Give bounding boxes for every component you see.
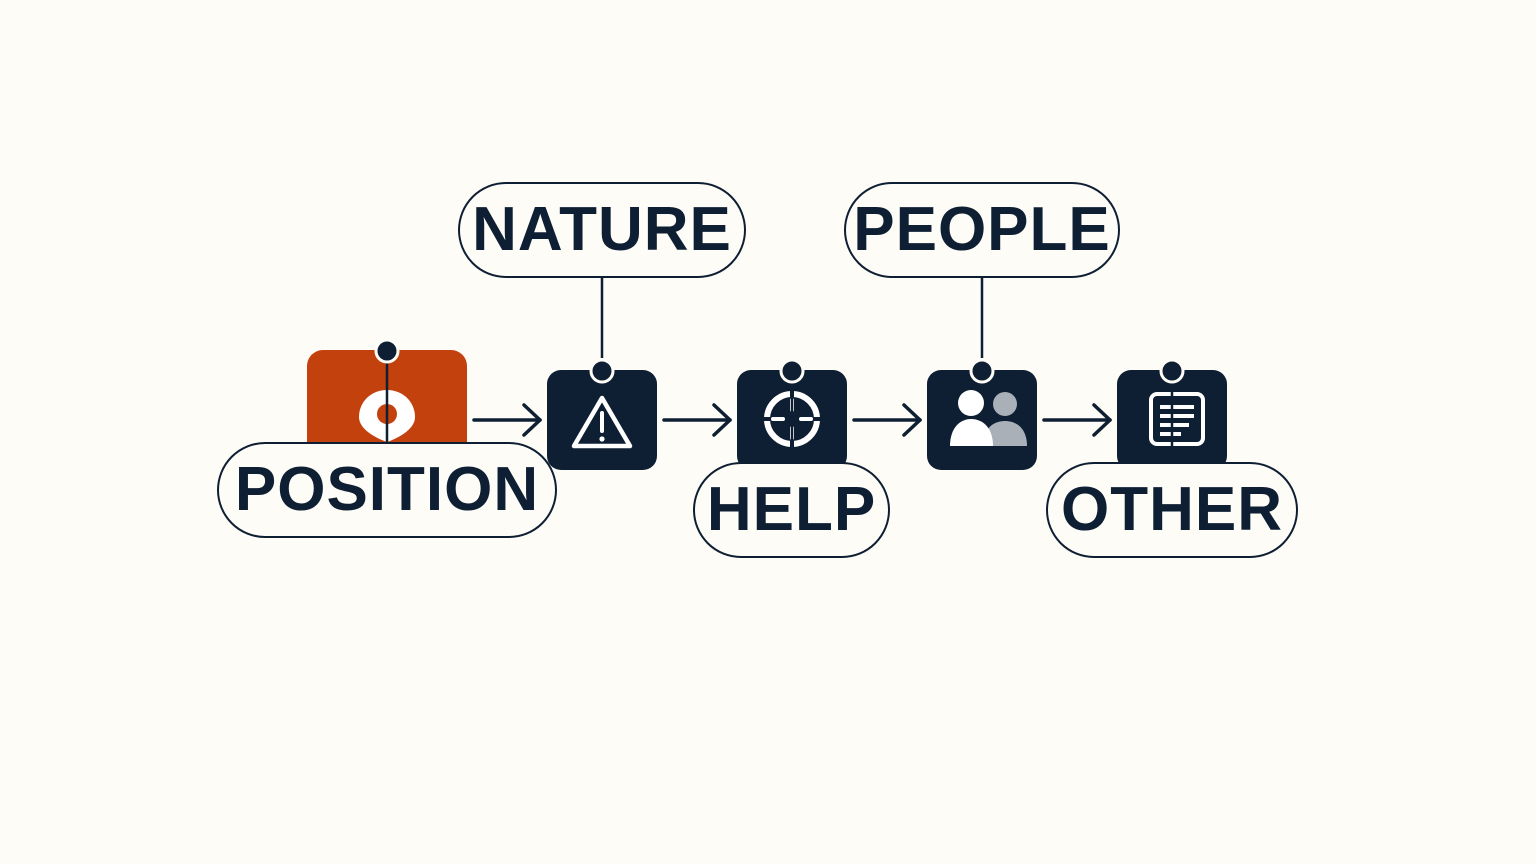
step-label-text: HELP xyxy=(706,475,877,544)
pin-dot-other xyxy=(1159,358,1185,384)
step-label-text: PEOPLE xyxy=(853,195,1111,264)
pin-dot-position xyxy=(374,338,400,364)
step-label-text: POSITION xyxy=(234,455,540,524)
arrow-3 xyxy=(852,403,922,437)
step-label-position: POSITION xyxy=(217,442,557,538)
step-label-other: OTHER xyxy=(1046,462,1298,558)
clipboard-notes-icon xyxy=(1149,374,1205,446)
pin-dot-nature xyxy=(589,358,615,384)
warning-triangle-icon xyxy=(571,395,633,449)
step-tile-people xyxy=(927,370,1037,470)
arrow-2 xyxy=(662,403,732,437)
step-label-nature: NATURE xyxy=(458,182,746,278)
pin-dot-help xyxy=(779,358,805,384)
step-label-text: OTHER xyxy=(1061,475,1283,544)
arrow-4 xyxy=(1042,403,1112,437)
step-label-help: HELP xyxy=(693,462,890,558)
step-label-text: NATURE xyxy=(472,195,732,264)
step-label-people: PEOPLE xyxy=(844,182,1120,278)
arrow-1 xyxy=(472,403,542,437)
pin-dot-people xyxy=(969,358,995,384)
people-group-icon xyxy=(950,390,1027,446)
location-pin-icon xyxy=(359,350,415,445)
